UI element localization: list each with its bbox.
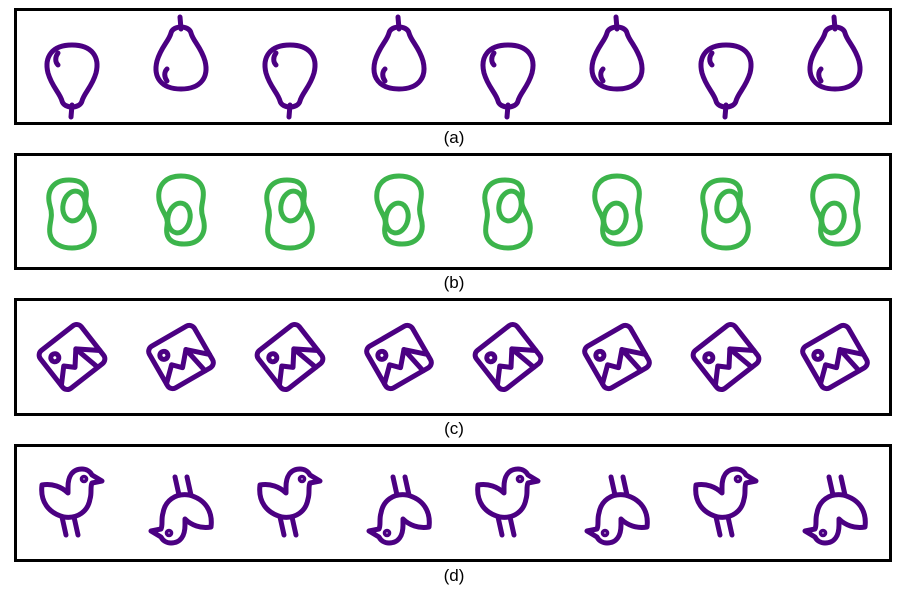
avocado-icon [676, 162, 776, 262]
avocado-icon-b-8 [809, 173, 861, 246]
bird-icon [458, 453, 558, 553]
image-icon-c-1 [36, 322, 107, 392]
bird-icon-d-3 [256, 466, 322, 538]
pear-icon [131, 14, 231, 117]
pear-icon-a-2 [153, 14, 208, 91]
avocado-icon [22, 162, 122, 262]
image-icon [567, 307, 667, 407]
caption-a: (a) [443, 128, 465, 147]
bird-icon-d-7 [692, 466, 758, 538]
avocado-icon-b-4 [373, 173, 425, 246]
pear-icon [676, 17, 776, 119]
avocado-icon [785, 162, 885, 262]
avocado-icon-b-1 [45, 177, 97, 250]
bird-icon [349, 453, 449, 553]
pear-icon [349, 14, 449, 117]
image-icon-c-3 [254, 322, 325, 392]
bird-icon-d-5 [474, 466, 540, 538]
pear-icon-a-5 [480, 42, 535, 119]
image-icon [458, 307, 558, 407]
image-icon [240, 307, 340, 407]
avocado-icon [349, 162, 449, 262]
image-icon-c-6 [581, 322, 652, 392]
pear-icon [240, 17, 340, 119]
avocado-icon-b-3 [263, 177, 315, 250]
panel-b [14, 153, 892, 270]
panel-a [14, 8, 892, 125]
caption-b: (b) [443, 273, 465, 292]
pear-icon [785, 14, 885, 117]
bird-icon-d-2 [148, 474, 214, 546]
pear-icon-a-8 [807, 14, 862, 91]
avocado-icon-b-5 [481, 177, 533, 250]
pear-icon [22, 17, 122, 119]
image-icon-c-5 [472, 322, 543, 392]
avocado-icon [458, 162, 558, 262]
pear-icon-a-6 [589, 14, 644, 91]
image-icon-c-7 [690, 322, 761, 392]
panel-c [14, 298, 892, 416]
bird-icon-d-6 [584, 474, 650, 546]
bird-icon-d-4 [366, 474, 432, 546]
pear-icon-a-3 [262, 42, 317, 119]
pear-icon-a-4 [371, 14, 426, 91]
avocado-icon-b-2 [155, 173, 207, 246]
bird-icon [785, 453, 885, 553]
pear-icon [458, 17, 558, 119]
caption-c: (c) [444, 419, 464, 438]
caption-d: (d) [443, 566, 465, 585]
avocado-icon-b-6 [591, 173, 643, 246]
image-icon-c-4 [363, 322, 434, 392]
image-icon-c-8 [799, 322, 870, 392]
pear-icon [567, 14, 667, 117]
pear-icon-a-7 [698, 42, 753, 119]
image-icon [22, 307, 122, 407]
pear-icon-a-1 [44, 42, 99, 119]
image-icon [785, 307, 885, 407]
avocado-icon-b-7 [699, 177, 751, 250]
bird-icon-d-8 [802, 474, 868, 546]
bird-icon [131, 453, 231, 553]
image-icon-c-2 [145, 322, 216, 392]
panel-d [14, 444, 892, 562]
image-icon [349, 307, 449, 407]
image-icon [131, 307, 231, 407]
avocado-icon [240, 162, 340, 262]
bird-icon [22, 453, 122, 553]
avocado-icon [567, 162, 667, 262]
bird-icon [676, 453, 776, 553]
image-icon [676, 307, 776, 407]
bird-icon-d-1 [38, 466, 104, 538]
bird-icon [240, 453, 340, 553]
avocado-icon [131, 162, 231, 262]
bird-icon [567, 453, 667, 553]
